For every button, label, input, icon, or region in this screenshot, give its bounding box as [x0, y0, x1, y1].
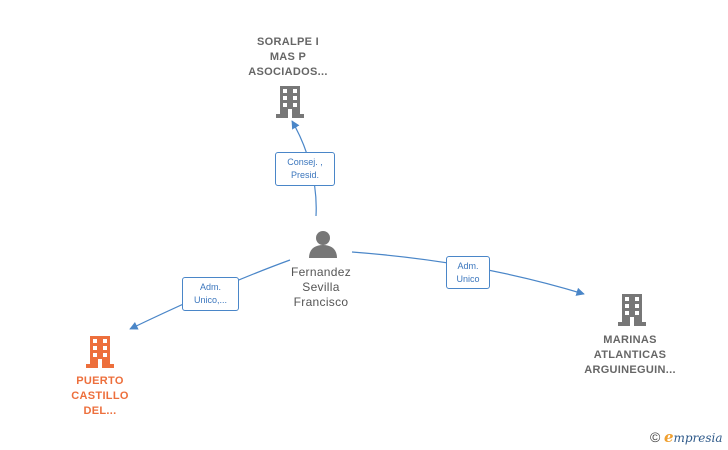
edge-label-line: Consej. ,: [287, 157, 323, 167]
label-line: MARINAS: [603, 334, 657, 346]
copyright-symbol: ©: [650, 429, 661, 445]
edge-label-adm-unico-marinas[interactable]: Adm. Unico: [446, 256, 490, 289]
brand-initial: e: [663, 428, 674, 446]
label-line: PUERTO: [76, 375, 124, 387]
company-label-marinas[interactable]: MARINAS ATLANTICAS ARGUINEGUIN...: [570, 333, 690, 378]
edge-label-line: Adm.: [199, 282, 221, 292]
edge-label-line: Adm.: [457, 261, 479, 271]
edge-label-adm-unico-puerto[interactable]: Adm. Unico,...: [182, 277, 239, 311]
edge-label-line: Unico: [456, 274, 480, 284]
label-line: SORALPE I: [257, 36, 319, 48]
brand-logo: © empresia: [650, 428, 723, 446]
brand-name: mpresia: [673, 431, 723, 445]
label-line: MAS P: [269, 51, 307, 63]
building-icon[interactable]: [618, 294, 646, 326]
label-line: Francisco: [293, 295, 349, 309]
person-icon[interactable]: [308, 230, 338, 258]
label-line: CASTILLO: [71, 390, 129, 402]
label-line: ARGUINEGUIN...: [584, 364, 676, 376]
company-label-puerto[interactable]: PUERTO CASTILLO DEL...: [40, 374, 160, 419]
person-label[interactable]: Fernandez Sevilla Francisco: [263, 265, 379, 310]
label-line: ATLANTICAS: [593, 349, 667, 361]
edge-label-consej-presid[interactable]: Consej. , Presid.: [275, 152, 335, 186]
label-line: ASOCIADOS...: [248, 66, 328, 78]
building-icon[interactable]: [276, 86, 304, 118]
edge-label-line: Presid.: [290, 170, 319, 180]
label-line: Fernandez: [290, 265, 352, 279]
label-line: DEL...: [83, 405, 117, 417]
edge-label-line: Unico,...: [193, 295, 227, 305]
building-icon[interactable]: [86, 336, 114, 368]
company-label-soralpe[interactable]: SORALPE I MAS P ASOCIADOS...: [228, 35, 348, 80]
label-line: Sevilla: [302, 280, 340, 294]
